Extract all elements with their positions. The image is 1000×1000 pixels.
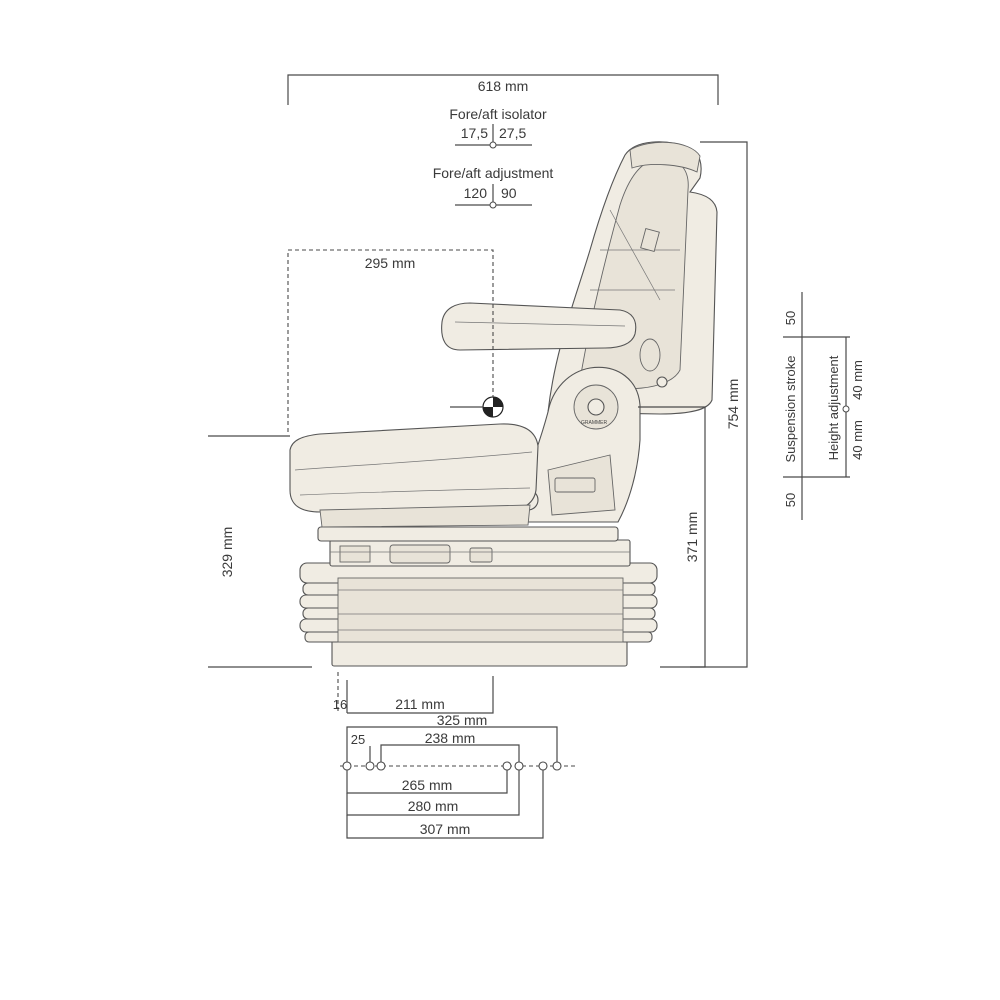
side-mechanism: GRAMMER [509,366,641,523]
adjustment-right-value: 90 [501,185,517,201]
mount-hole-3 [376,761,386,771]
base-offset-small-label: 16 [333,697,347,712]
height-adjustment-title: Height adjustment [826,355,841,460]
mount-hole-1 [342,761,352,771]
seat-drawing: GRAMMER [289,141,718,667]
base-offset-dimension: 16 211 mm [333,672,494,714]
isolator-left-value: 17,5 [461,125,488,141]
hole-spacing-325-label: 325 mm [437,712,488,728]
hole-offset-25-label: 25 [351,732,365,747]
adjustment-left-value: 120 [464,185,488,201]
seat-reference-offset-label: 295 mm [365,255,416,271]
height-adj-upper-value: 40 mm [850,360,865,400]
overall-width-label: 618 mm [478,78,529,94]
brand-logo: GRAMMER [581,420,608,426]
mount-hole-4 [502,761,512,771]
overall-height-label: 754 mm [725,379,741,430]
hole-spacing-265-label: 265 mm [402,777,453,793]
overall-height-dimension: 754 mm [660,141,748,668]
mount-height-label: 371 mm [684,512,700,563]
seat-height-dimension: 329 mm [208,435,312,668]
mount-hole-7 [552,761,562,771]
seat-cushion [289,423,539,528]
backrest [547,141,718,415]
base-offset-label: 211 mm [395,696,445,712]
suspension-stroke-dimension: 50 Suspension stroke 50 [783,292,850,520]
fore-aft-isolator: Fore/aft isolator 17,5 27,5 [449,106,547,149]
hole-spacing-307-label: 307 mm [420,821,471,837]
overall-width-dimension: 618 mm [287,74,719,105]
height-adj-lower-value: 40 mm [850,420,865,460]
fore-aft-isolator-title: Fore/aft isolator [449,106,547,122]
seat-reference-point [482,396,504,418]
slide-rails [317,526,631,567]
mounting-hole-pattern: 325 mm 25 238 mm 265 mm 280 mm 307 mm [340,712,575,839]
suspension-lower-value: 50 [783,493,798,507]
suspension-bellows [299,562,658,667]
isolator-right-value: 27,5 [499,125,526,141]
mount-hole-2 [365,761,375,771]
suspension-stroke-title: Suspension stroke [783,356,798,463]
seat-height-label: 329 mm [219,527,235,578]
hole-spacing-238-label: 238 mm [425,730,476,746]
seat-reference-offset-dimension: 295 mm [287,249,494,432]
mount-hole-5 [514,761,524,771]
mount-hole-6 [538,761,548,771]
suspension-upper-value: 50 [783,311,798,325]
height-adjustment-dimension: Height adjustment 40 mm 40 mm [826,337,865,477]
fore-aft-adjustment-title: Fore/aft adjustment [433,165,554,181]
hole-spacing-280-label: 280 mm [408,798,459,814]
fore-aft-adjustment: Fore/aft adjustment 120 90 [433,165,554,209]
armrest [441,302,637,351]
